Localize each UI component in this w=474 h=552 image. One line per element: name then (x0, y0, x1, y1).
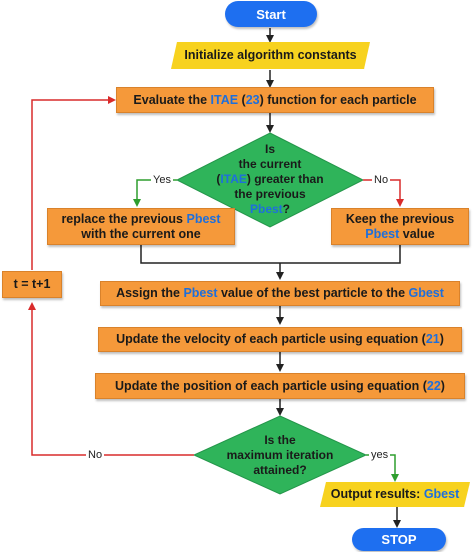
evaluate-step: Evaluate the ITAE (23) function for each… (116, 87, 434, 113)
output-pre: Output results: (330, 487, 424, 501)
output-gbest: Gbest (423, 487, 460, 501)
stop-terminal: STOP (352, 528, 446, 551)
decision2-line2: maximum iteration (226, 448, 334, 462)
init-step: Initialize algorithm constants (171, 42, 370, 69)
arrow-no-loop-back (28, 302, 194, 456)
counter-label: t = t+1 (13, 277, 51, 291)
no-label-1: No (372, 174, 391, 186)
decision2-line3: attained? (253, 463, 307, 477)
evaluate-post: ) function for each particle (259, 92, 417, 107)
decision1-line2: the current (238, 157, 302, 171)
assign-pbest: Pbest (183, 286, 218, 300)
assign-gbest: Gbest (408, 286, 444, 300)
replace-line1-pbest: Pbest (186, 211, 221, 226)
decision1-line5-q: ? (282, 202, 291, 216)
start-label: Start (256, 6, 286, 22)
decision2-line1: Is the (264, 433, 296, 447)
init-label: Initialize algorithm constants (184, 48, 357, 62)
counter-increment-step: t = t+1 (2, 271, 62, 298)
yes-label-2: yes (369, 449, 391, 461)
start-terminal: Start (225, 1, 317, 27)
update-position-step: Update the position of each particle usi… (95, 373, 465, 399)
decision1-line5-pbest: Pbest (249, 202, 283, 216)
keep-line2-pbest: Pbest (365, 226, 400, 241)
stop-label: STOP (381, 532, 417, 547)
decision-max-iteration-diamond (192, 415, 368, 495)
replace-pbest-step: replace the previous Pbest with the curr… (47, 208, 235, 245)
position-ref: 22 (426, 378, 441, 393)
decision-max-iteration-text: Is the maximum iteration attained? (210, 433, 350, 478)
evaluate-itae: ITAE (210, 92, 239, 107)
keep-line1: Keep the previous (345, 211, 455, 226)
decision1-line3-post: ) greater than (246, 172, 324, 186)
decision1-line3-itae: ITAE (220, 172, 247, 186)
replace-line1-pre: replace the previous (61, 211, 187, 226)
yes-label-1: Yes (151, 174, 173, 186)
velocity-ref: 21 (425, 332, 440, 346)
decision-itae-diamond (175, 132, 365, 228)
position-pre: Update the position of each particle usi… (115, 378, 427, 393)
velocity-post: ) (439, 332, 444, 346)
assign-mid: value of the best particle to the (217, 286, 409, 300)
arrow-counter-to-evaluate (31, 96, 116, 270)
keep-line2-post: value (399, 226, 435, 241)
evaluate-mid: ( (238, 92, 246, 107)
decision1-line4: the previous (234, 187, 306, 201)
keep-pbest-step: Keep the previous Pbest value (331, 208, 469, 245)
no-label-2: No (86, 449, 105, 461)
decision-itae-text: Is the current (ITAE) greater than the p… (200, 142, 340, 217)
evaluate-ref: 23 (245, 92, 260, 107)
merge-line-left (140, 245, 401, 264)
velocity-pre: Update the velocity of each particle usi… (116, 332, 426, 346)
assign-pre: Assign the (116, 286, 184, 300)
decision1-line1: Is (264, 142, 275, 156)
position-post: ) (440, 378, 445, 393)
update-velocity-step: Update the velocity of each particle usi… (98, 327, 462, 352)
decision1-line3-open: ( (216, 172, 221, 186)
assign-gbest-step: Assign the Pbest value of the best parti… (100, 281, 460, 306)
evaluate-pre: Evaluate the (133, 92, 211, 107)
output-results-step: Output results: Gbest (320, 482, 470, 507)
replace-line2: with the current one (81, 226, 201, 241)
